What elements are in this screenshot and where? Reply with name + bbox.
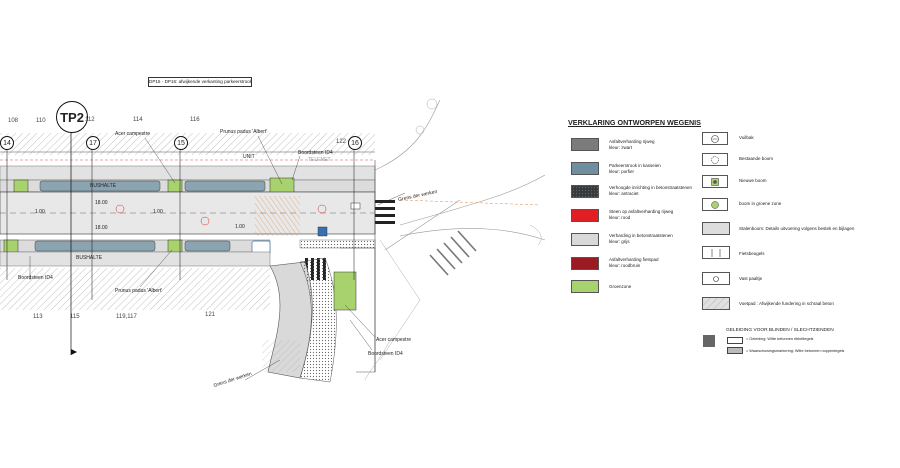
legend-item-bollard: Vast paaltje	[739, 276, 763, 281]
legend-item-new-tree: Nieuwe boom	[739, 178, 767, 183]
dim-4: 18.00	[95, 225, 108, 231]
existing-tree-icon	[702, 153, 728, 166]
section-marker-14: 14	[0, 136, 14, 150]
footpath-pattern-icon	[702, 297, 730, 310]
legend-item-raised: Verhoogde inrichting in betonstraatstene…	[609, 185, 693, 196]
section-marker-17: 17	[86, 136, 100, 150]
guide-item-ribs: = Geleiding: Witte betonnen ribbeltegels	[746, 337, 814, 341]
chainage-114: 114	[133, 117, 143, 123]
guide-dot-icon	[727, 347, 743, 354]
section-marker-16: 16	[348, 136, 362, 150]
chainage-122: 122	[336, 139, 347, 145]
label-boordsteen-bottom-left: Boordsteen ID4	[18, 275, 53, 281]
chainage-115: 115	[70, 314, 80, 320]
chainage-116: 116	[190, 117, 200, 123]
label-telenet: TELENET	[308, 157, 331, 163]
fixed-bollard-icon	[702, 272, 730, 285]
tree-green-zone-icon	[702, 198, 728, 211]
guide-item-dots: = Waarschuwingsmarkering: Witte betonnen…	[746, 349, 845, 353]
swatch-asphalt	[571, 138, 599, 151]
dim-1: 1.00	[35, 209, 45, 215]
plan-graphics	[0, 98, 546, 383]
dim-5: 1.00	[153, 209, 163, 215]
label-prunus-top: Prunus padus 'Albert'	[220, 129, 268, 135]
legend-item-bin: Vuilbak	[739, 135, 754, 140]
label-prunus-bottom: Prunus padus 'Albert'	[115, 288, 163, 294]
chainage-110: 110	[36, 118, 46, 124]
label-boordsteen-top: Boordsteen ID4	[298, 150, 333, 156]
bicycle-rack-icon	[702, 246, 730, 259]
guide-title: GELEIDING VOOR BLINDEN / SLECHTZIENDEN	[726, 328, 834, 333]
label-acer-bottom: Acer campestre	[376, 337, 412, 343]
dim-3: 1.00	[235, 224, 245, 230]
chainage-113: 113	[33, 314, 43, 320]
swatch-red-stone	[571, 209, 599, 222]
label-bushalte-bottom: BUSHALTE	[76, 255, 103, 261]
legend-item-tree-green: boom in groene zone	[739, 201, 782, 206]
legend-item-green: Groenzone	[609, 284, 632, 289]
label-unit: UNIT	[243, 154, 255, 160]
label-boordsteen-bottom-right: Boordsteen ID4	[368, 351, 403, 357]
legend-item-bike-rack: Fietsbeugels	[739, 251, 765, 256]
waste-bin-icon	[702, 132, 728, 145]
slope-note: DP15 - DP16: afwijkende verkanting parke…	[148, 77, 252, 87]
swatch-green	[571, 280, 599, 293]
legend-item-existing-tree: Bestaande boom	[739, 156, 774, 161]
zebra-crossing-right	[375, 200, 395, 224]
hatch-bottom	[0, 268, 270, 310]
road-plan-drawing: DP15 - DP16: afwijkende verkanting parke…	[0, 77, 546, 389]
legend-item-footpath: Voetpad : Afwijkende fundering in schraa…	[739, 301, 834, 306]
swatch-raised	[571, 185, 600, 199]
tp2-marker: TP2	[56, 101, 88, 133]
label-acer-top: Acer campestre	[115, 131, 151, 137]
guide-block-icon	[703, 335, 715, 347]
dim-2: 18.00	[95, 200, 108, 206]
guide-rib-icon	[727, 337, 743, 344]
chainage-121: 121	[205, 312, 216, 318]
legend-item-stalenboom: Stalenboom: Details uitvoering volgens b…	[739, 226, 855, 231]
new-tree-icon	[702, 175, 728, 188]
swatch-concrete	[571, 233, 599, 246]
chainage-108: 108	[8, 118, 19, 124]
label-bushalte-top: BUSHALTE	[90, 183, 117, 189]
legend-title: VERKLARING ONTWORPEN WEGENIS	[568, 118, 701, 127]
section-marker-15: 15	[174, 136, 188, 150]
hatched-tree-icon	[702, 222, 730, 235]
chainage-119-117: 119,117	[116, 314, 137, 320]
swatch-parking	[571, 162, 599, 175]
swatch-bikepath	[571, 257, 599, 270]
dots-pattern-icon	[572, 186, 600, 199]
crosswalk-diagonal	[429, 230, 477, 276]
chainage-112: 112	[85, 117, 95, 123]
